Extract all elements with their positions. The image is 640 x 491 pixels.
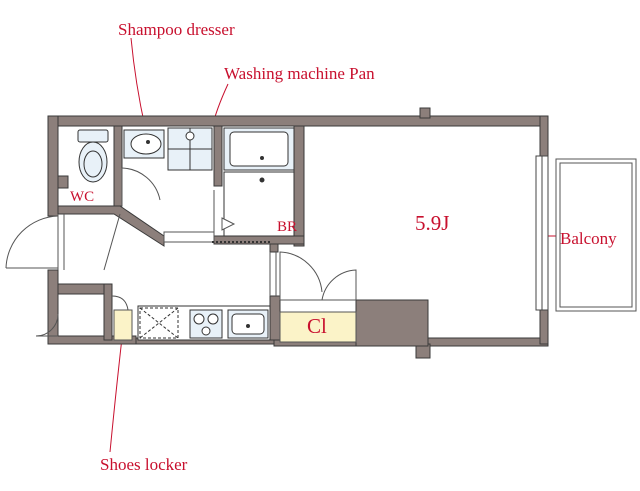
closet-label: Cl	[307, 314, 327, 338]
kitchen-sink	[227, 309, 269, 339]
step-line	[111, 295, 129, 311]
shampoo-dresser	[123, 129, 165, 159]
closet	[279, 311, 357, 343]
shampoo-dresser-label: Shampoo dresser	[118, 20, 235, 39]
toilet	[77, 129, 109, 183]
window-right	[535, 155, 549, 311]
washing-machine-pan	[167, 127, 213, 171]
bathtub	[223, 127, 295, 237]
storage-door	[35, 313, 59, 337]
balcony	[555, 158, 637, 312]
balcony-label: Balcony	[560, 229, 617, 248]
stove	[189, 309, 223, 339]
shoes-locker	[113, 309, 133, 341]
entrance-door	[5, 213, 121, 271]
walls	[47, 107, 549, 359]
closet-doors	[269, 251, 357, 301]
wc-label: WC	[70, 189, 95, 205]
shoes-locker-label: Shoes locker	[100, 455, 188, 474]
bath-doors	[121, 167, 236, 243]
room-size-label: 5.9J	[415, 211, 450, 235]
br-label: BR	[277, 219, 298, 235]
washing-machine-pan-label: Washing machine Pan	[224, 64, 375, 83]
